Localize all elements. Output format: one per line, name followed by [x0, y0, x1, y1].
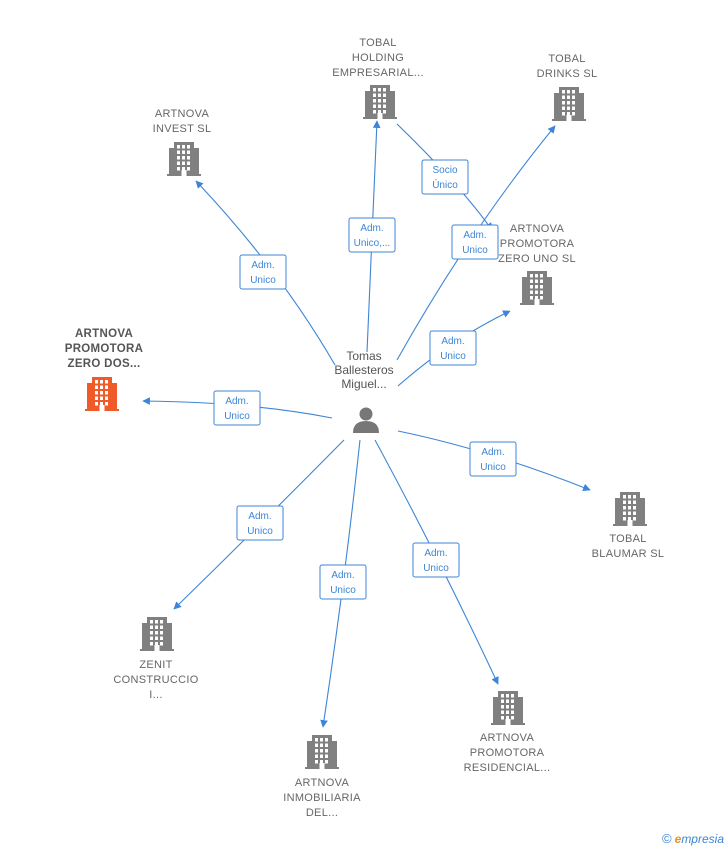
brand-name: mpresia: [681, 832, 724, 846]
node-label-line: TOBAL: [359, 37, 396, 49]
node-label-artnova-zero-uno[interactable]: ARTNOVA PROMOTORA ZERO UNO SL: [498, 223, 576, 265]
node-label-artnova-invest[interactable]: ARTNOVA INVEST SL: [153, 108, 212, 135]
node-label-line: DRINKS SL: [537, 68, 598, 80]
edge-label-box: [236, 505, 284, 541]
brand-initial: e: [674, 832, 682, 846]
person-icon[interactable]: [353, 407, 379, 434]
building-icon-zenit-construccio[interactable]: [140, 617, 174, 651]
node-label-artnova-inmobiliaria[interactable]: ARTNOVA INMOBILIARIA DEL...: [283, 777, 361, 819]
edge-label-text: Unico: [330, 585, 356, 596]
edge-label-text: Unico: [423, 563, 449, 574]
edge-label-text: Unico: [250, 275, 276, 286]
edge-label-box: [239, 254, 287, 290]
node-label-tobal-drinks[interactable]: TOBAL DRINKS SL: [537, 53, 598, 80]
edge-label-text: Adm.: [481, 447, 504, 458]
building-icon-artnova-zero-dos[interactable]: [85, 377, 119, 411]
edge-label-text: Adm.: [441, 336, 464, 347]
person-node[interactable]: TomasBallesterosMiguel...: [334, 349, 394, 434]
node-label-line: INVEST SL: [153, 123, 212, 135]
building-icon-artnova-residencial[interactable]: [491, 691, 525, 725]
person-label-line: Ballesteros: [334, 363, 393, 377]
edge-label-to-zenit[interactable]: Adm. Unico: [236, 505, 284, 541]
footer-brand: ©empresia: [662, 831, 724, 846]
edge-label-to-residencial[interactable]: Adm. Unico: [412, 542, 460, 578]
node-label-line: HOLDING: [352, 52, 404, 64]
person-label-line: Miguel...: [341, 377, 386, 391]
edge-label-text: Adm.: [331, 570, 354, 581]
edge-label-text: Unico: [247, 526, 273, 537]
node-label-artnova-residencial[interactable]: ARTNOVA PROMOTORA RESIDENCIAL...: [464, 732, 551, 774]
person-label-line: Tomas: [346, 349, 381, 363]
node-label-tobal-holding[interactable]: TOBAL HOLDING EMPRESARIAL...: [332, 37, 424, 79]
edge-label-to-zero-dos[interactable]: Adm. Unico: [213, 390, 261, 426]
node-label-line: ARTNOVA: [480, 732, 535, 744]
edge-labels-layer: Adm.UnicoAdm.UnicoAdm.Unico,...Adm.Unico…: [213, 159, 517, 600]
node-label-line: ZERO DOS...: [68, 358, 141, 370]
node-label-line: BLAUMAR SL: [592, 548, 665, 560]
node-label-line: PROMOTORA: [470, 747, 545, 759]
edge-label-text: Adm.: [360, 223, 383, 234]
edge-label-text: Adm.: [424, 548, 447, 559]
node-label-tobal-blaumar[interactable]: TOBAL BLAUMAR SL: [592, 533, 665, 560]
edge-label-box: [412, 542, 460, 578]
edge-label-box: [421, 159, 469, 195]
edge-label-to-blaumar[interactable]: Adm. Unico: [469, 441, 517, 477]
edge-label-to-inmobiliaria[interactable]: Adm. Unico: [319, 564, 367, 600]
building-icon-tobal-holding[interactable]: [363, 85, 397, 119]
building-icon-artnova-invest[interactable]: [167, 142, 201, 176]
edge-label-text: Unico: [440, 351, 466, 362]
edge-label-text: Adm.: [463, 230, 486, 241]
edge-label-to-holding[interactable]: Adm. Unico,...: [348, 217, 396, 253]
node-label-artnova-zero-dos[interactable]: ARTNOVA PROMOTORA ZERO DOS...: [65, 328, 144, 370]
node-label-line: PROMOTORA: [500, 238, 575, 250]
building-icon-tobal-blaumar[interactable]: [613, 492, 647, 526]
node-label-line: ARTNOVA: [295, 777, 350, 789]
node-label-line: RESIDENCIAL...: [464, 762, 551, 774]
node-label-line: I...: [149, 689, 162, 701]
edge-label-text: Adm.: [225, 396, 248, 407]
node-label-line: TOBAL: [609, 533, 646, 545]
copyright-symbol: ©: [662, 831, 672, 846]
edge-label-box: [213, 390, 261, 426]
node-label-line: ARTNOVA: [510, 223, 565, 235]
node-label-line: DEL...: [306, 807, 338, 819]
edge-label-text: Socio: [432, 165, 457, 176]
edge-label-text: Unico,...: [354, 238, 391, 249]
edge-label-box: [319, 564, 367, 600]
nodes-layer: ARTNOVA PROMOTORA ZERO DOS... ARTNOVA INVEST…: [65, 37, 665, 819]
edge-label-text: Adm.: [251, 260, 274, 271]
building-icon-artnova-zero-uno[interactable]: [520, 271, 554, 305]
node-label-line: PROMOTORA: [65, 343, 144, 355]
node-label-line: ARTNOVA: [75, 328, 133, 340]
node-label-line: CONSTRUCCIO: [113, 674, 198, 686]
node-label-line: EMPRESARIAL...: [332, 67, 424, 79]
node-label-line: ZERO UNO SL: [498, 253, 576, 265]
edge-label-text: Adm.: [248, 511, 271, 522]
node-label-zenit-construccio[interactable]: ZENIT CONSTRUCCIO I...: [113, 659, 198, 701]
node-label-line: ARTNOVA: [155, 108, 210, 120]
building-icon-tobal-drinks[interactable]: [552, 87, 586, 121]
node-label-line: TOBAL: [548, 53, 585, 65]
edge-label-box: [451, 224, 499, 260]
edge-label-to-drinks[interactable]: Adm. Unico: [451, 224, 499, 260]
edge-label-box: [469, 441, 517, 477]
edge-label-text: Unico: [224, 411, 250, 422]
edge-label-to-invest[interactable]: Adm. Unico: [239, 254, 287, 290]
edge-label-box: [429, 330, 477, 366]
edge-label-text: Único: [432, 178, 458, 191]
node-label-line: ZENIT: [139, 659, 172, 671]
edge-label-box: [348, 217, 396, 253]
edge-label-text: Unico: [462, 245, 488, 256]
building-icon-artnova-inmobiliaria[interactable]: [305, 735, 339, 769]
edge-label-text: Unico: [480, 462, 506, 473]
edge-label-to-zero-uno[interactable]: Adm. Unico: [429, 330, 477, 366]
node-label-line: INMOBILIARIA: [283, 792, 361, 804]
